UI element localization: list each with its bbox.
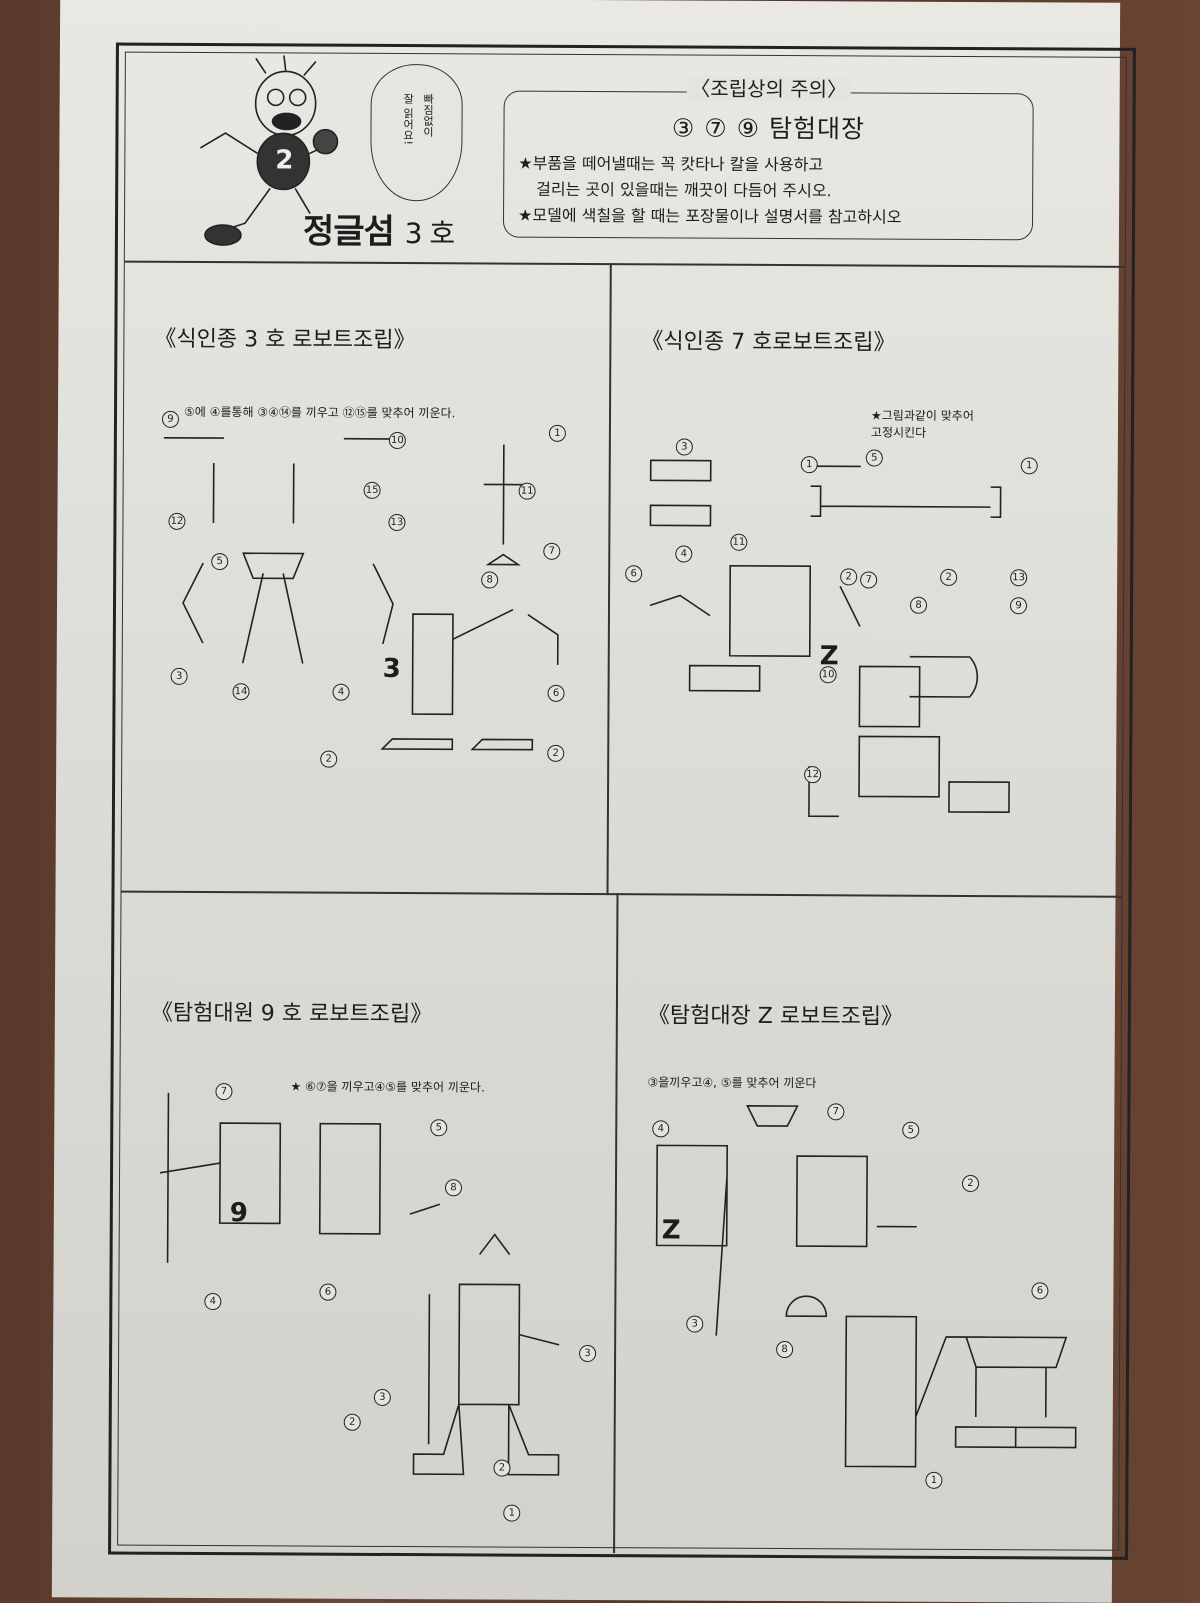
part-number-callout: 4 (204, 1293, 222, 1311)
assembly-instruction: ★그림과같이 맞추어 고정시킨다 (870, 408, 974, 440)
panel-cannibal-3: 《식인종 3 호 로보트조립》 ⑤에 ④를통해 ③④⑭를 끼우고 ⑫⑮를 맞추어 … (122, 263, 610, 894)
panel-title: 《식인종 7 호로보트조립》 (641, 329, 896, 356)
assembly-diagram (163, 436, 559, 751)
assembly-instruction: ★ ⑥⑦을 끼우고④⑤를 맞추어 끼운다. (290, 1079, 485, 1095)
brand-number: 3 호 (404, 217, 455, 251)
part-number-callout: 8 (481, 571, 499, 589)
part-number-callout: 1 (548, 424, 566, 442)
part-number-callout: 2 (940, 568, 958, 586)
speech-bubble: 빠짐없이 잘 읽어요! (370, 63, 463, 202)
part-number-callout: 12 (168, 512, 186, 530)
part-number-callout: 1 (800, 456, 818, 474)
notice-title: 〈조립상의 주의〉 (686, 76, 852, 102)
part-number-callout: 7 (543, 542, 561, 560)
notice-subtitle: ③ ⑦ ⑨ 탐험대장 (671, 113, 866, 144)
part-number-callout: 1 (925, 1471, 943, 1489)
part-number-callout: 8 (776, 1341, 794, 1359)
assembly-diagram (159, 1092, 560, 1476)
part-number-callout: 7 (860, 571, 878, 589)
part-number-callout: 2 (343, 1413, 361, 1431)
part-number-callout: 6 (319, 1283, 337, 1301)
part-number-callout: 4 (652, 1120, 670, 1138)
robot-body-mark: 3 (382, 653, 401, 685)
part-number-callout: 7 (827, 1103, 845, 1121)
part-number-callout: 10 (819, 666, 837, 684)
panel-captain-z: 《탐험대장 Z 로보트조립》 ③을끼우고④, ⑤를 맞추어 끼운다 Z 7 4 5 2 3 6 8… (615, 895, 1118, 1558)
part-number-callout: 4 (675, 545, 693, 563)
part-number-callout: 2 (840, 568, 858, 586)
frame-inner: 2 빠짐없이 잘 읽어요! 정글섬 3 호 〈조립상의 주의〉 ③ ⑦ ⑨ 탐험… (117, 51, 1127, 1554)
part-number-callout: 11 (518, 482, 536, 500)
panel-title: 《탐험대원 9 호 로보트조립》 (150, 1000, 433, 1028)
part-number-callout: 8 (909, 596, 928, 614)
robot-body-mark: Z (661, 1215, 681, 1246)
panel-title: 《탐험대장 Z 로보트조립》 (647, 1003, 904, 1030)
part-number-callout: 13 (388, 513, 406, 532)
notice-line-3: ★모델에 색칠을 할 때는 포장물이나 설명서를 참고하시오 (518, 205, 902, 227)
part-number-callout: 3 (675, 438, 693, 456)
panel-explorer-9: 《탐험대원 9 호 로보트조립》 ★ ⑥⑦을 끼우고④⑤를 맞추어 끼운다. 9 7 5… (118, 893, 616, 1556)
part-number-callout: 6 (1031, 1282, 1049, 1300)
mascot-illustration (200, 55, 339, 246)
assembly-diagram (649, 459, 1010, 818)
robot-parts-drawing (649, 459, 1010, 818)
part-number-callout: 15 (363, 481, 381, 499)
part-number-callout: 1 (503, 1504, 521, 1522)
assembly-instruction: ③을끼우고④, ⑤를 맞추어 끼운다 (647, 1075, 817, 1091)
part-number-callout: 5 (430, 1119, 448, 1137)
robot-body-mark: 9 (229, 1198, 249, 1229)
header: 2 빠짐없이 잘 읽어요! 정글섬 3 호 〈조립상의 주의〉 ③ ⑦ ⑨ 탐험… (124, 52, 1126, 268)
part-number-callout: 2 (961, 1174, 980, 1193)
brand-name: 정글섬 (302, 211, 394, 252)
part-number-callout: 9 (161, 410, 180, 428)
robot-parts-drawing (163, 436, 559, 751)
part-number-callout: 7 (215, 1083, 233, 1101)
notice-line-2: 걸리는 곳이 있을때는 깨끗이 다듬어 주시오. (536, 179, 832, 201)
part-number-callout: 5 (902, 1121, 920, 1139)
part-number-callout: 2 (547, 744, 565, 762)
part-number-callout: 10 (388, 431, 406, 450)
part-number-callout: 3 (686, 1315, 704, 1333)
part-number-callout: 2 (493, 1459, 511, 1477)
part-number-callout: 11 (730, 533, 748, 551)
speech-line-2: 잘 읽어요! (401, 93, 415, 145)
part-number-callout: 6 (547, 684, 565, 702)
robot-parts-drawing (655, 1105, 1077, 1468)
brand-title: 정글섬 3 호 (303, 204, 454, 254)
instruction-sheet: 2 빠짐없이 잘 읽어요! 정글섬 3 호 〈조립상의 주의〉 ③ ⑦ ⑨ 탐험… (51, 0, 1136, 1603)
speech-line-1: 빠짐없이 (421, 93, 435, 138)
part-number-callout: 8 (444, 1179, 463, 1197)
notice-line-1: ★부품을 떼어낼때는 꼭 캇타나 칼을 사용하고 (518, 153, 824, 175)
assembly-instruction: ⑤에 ④를통해 ③④⑭를 끼우고 ⑫⑮를 맞추어 끼운다. (183, 404, 456, 421)
part-number-callout: 4 (332, 683, 350, 701)
part-number-callout: 3 (170, 667, 188, 685)
part-number-callout: 3 (579, 1344, 597, 1363)
part-number-callout: 14 (232, 683, 250, 701)
part-number-callout: 12 (804, 766, 822, 784)
robot-parts-drawing (159, 1092, 560, 1476)
part-number-callout: 3 (373, 1388, 391, 1406)
part-number-callout: 9 (1009, 597, 1028, 615)
sheet-frame: 2 빠짐없이 잘 읽어요! 정글섬 3 호 〈조립상의 주의〉 ③ ⑦ ⑨ 탐험… (108, 42, 1136, 1560)
part-number-callout: 5 (865, 449, 883, 467)
assembly-notice-box: 〈조립상의 주의〉 ③ ⑦ ⑨ 탐험대장 ★부품을 떼어낼때는 꼭 캇타나 칼을… (502, 76, 1034, 241)
mascot-number: 2 (275, 145, 294, 176)
part-number-callout: 6 (625, 565, 643, 583)
part-number-callout: 2 (320, 750, 338, 768)
panel-title: 《식인종 3 호 로보트조립》 (154, 326, 416, 354)
part-number-callout: 13 (1010, 569, 1028, 587)
part-number-callout: 1 (1020, 457, 1038, 475)
part-number-callout: 5 (211, 553, 229, 571)
assembly-diagram (655, 1105, 1077, 1468)
